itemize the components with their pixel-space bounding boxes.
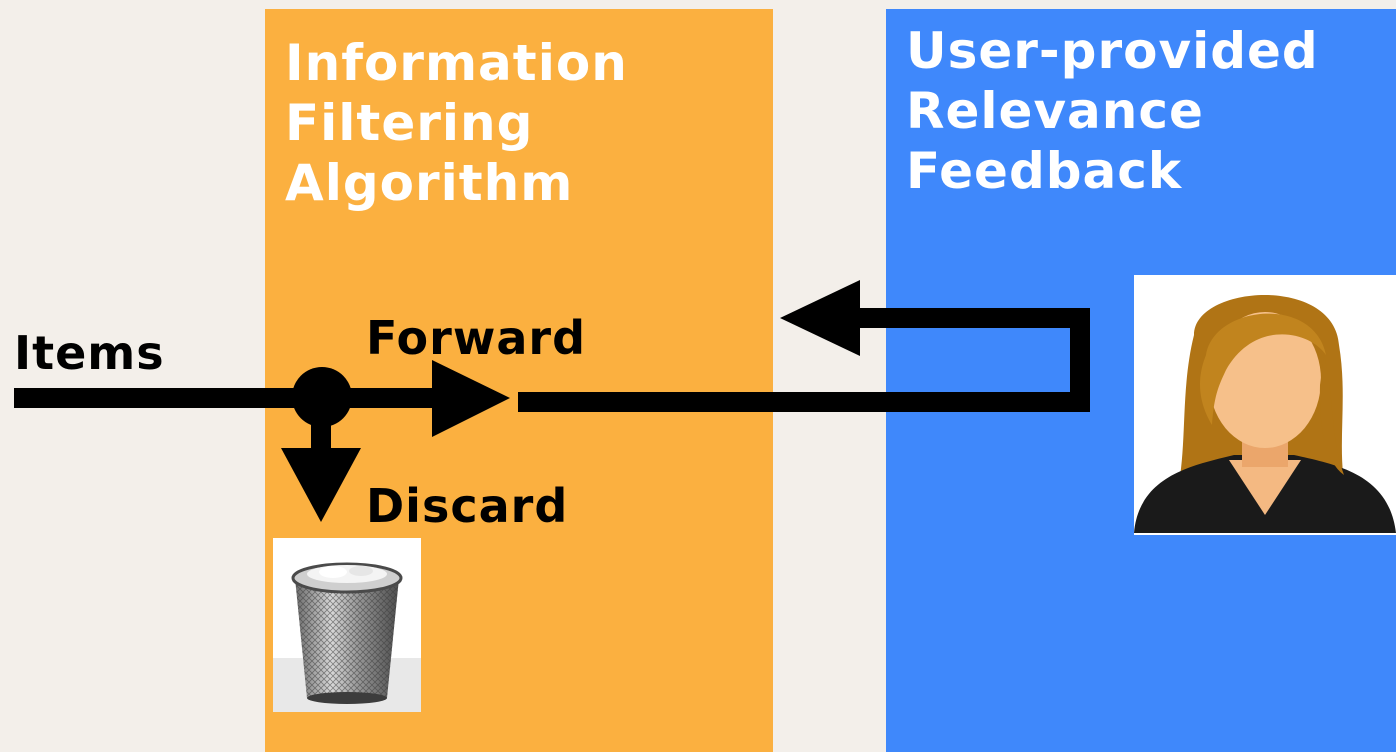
filtering-algorithm-title: Information Filtering Algorithm bbox=[285, 33, 628, 213]
filter-title-line-1: Information bbox=[285, 34, 628, 92]
user-avatar-icon bbox=[1134, 275, 1396, 535]
feedback-title-line-1: User-provided bbox=[906, 22, 1319, 80]
discard-arrowhead bbox=[281, 448, 361, 522]
filter-title-line-3: Algorithm bbox=[285, 154, 574, 212]
discard-label: Discard bbox=[366, 479, 569, 533]
feedback-arrowhead bbox=[780, 280, 860, 356]
feedback-title-line-3: Feedback bbox=[906, 142, 1183, 200]
forward-label: Forward bbox=[366, 311, 586, 365]
trash-can-icon bbox=[273, 538, 421, 712]
items-label: Items bbox=[14, 326, 165, 380]
filter-title-line-2: Filtering bbox=[285, 94, 534, 152]
feedback-title-line-2: Relevance bbox=[906, 82, 1204, 140]
feedback-loop-line bbox=[518, 308, 1090, 412]
relevance-feedback-title: User-provided Relevance Feedback bbox=[906, 21, 1319, 201]
junction-dot bbox=[292, 367, 352, 427]
forward-arrowhead bbox=[432, 360, 510, 437]
